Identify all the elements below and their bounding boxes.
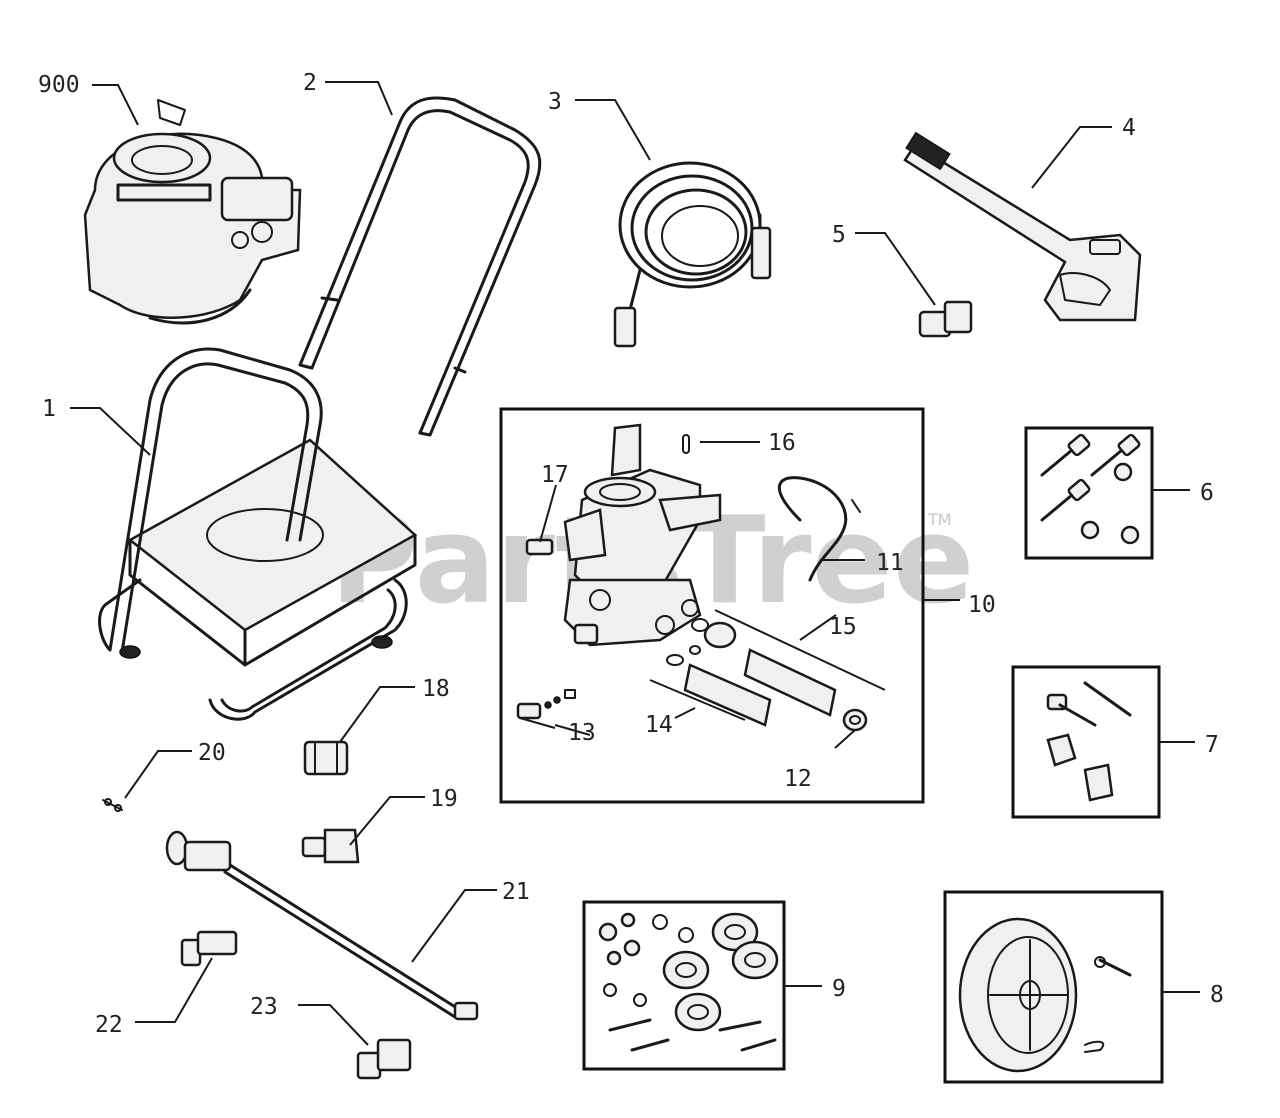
part-17-plug[interactable] bbox=[525, 538, 554, 556]
part-10-pump[interactable] bbox=[563, 423, 722, 647]
watermark-trademark: TM bbox=[927, 510, 952, 529]
part-3-hose[interactable] bbox=[613, 161, 772, 348]
callout-2: 2 bbox=[303, 70, 317, 96]
callout-1: 1 bbox=[42, 396, 56, 422]
part-21-wand[interactable] bbox=[165, 830, 479, 1021]
part-13-valve-kit[interactable] bbox=[516, 689, 591, 736]
bolts-box-6 bbox=[1024, 426, 1154, 560]
part-22-barb[interactable] bbox=[180, 930, 238, 967]
part-20-ring[interactable] bbox=[102, 798, 123, 812]
callout-11: 11 bbox=[876, 550, 904, 576]
callout-18: 18 bbox=[422, 676, 450, 702]
part-15-filter[interactable] bbox=[691, 609, 886, 717]
part-9-mount-kit[interactable] bbox=[598, 912, 779, 1052]
part-23-barb[interactable] bbox=[356, 1038, 412, 1080]
callout-5: 5 bbox=[832, 222, 846, 248]
callout-10: 10 bbox=[968, 592, 996, 618]
callout-13: 13 bbox=[568, 720, 596, 746]
callout-14: 14 bbox=[645, 712, 673, 738]
callout-16: 16 bbox=[768, 430, 796, 456]
part-4-spray-gun[interactable] bbox=[903, 131, 1142, 322]
part-7-hardware[interactable] bbox=[1046, 681, 1132, 802]
callout-7: 7 bbox=[1205, 732, 1219, 758]
part-14-unloader[interactable] bbox=[649, 645, 772, 727]
callout-3: 3 bbox=[548, 89, 562, 115]
callout-900: 900 bbox=[38, 72, 80, 98]
part-12-washer[interactable] bbox=[842, 708, 868, 732]
part-900-engine[interactable] bbox=[83, 99, 302, 325]
callout-15: 15 bbox=[829, 614, 857, 640]
part-1-frame[interactable] bbox=[98, 347, 418, 721]
callout-19: 19 bbox=[430, 786, 458, 812]
callout-9: 9 bbox=[832, 976, 846, 1002]
leader-lines bbox=[70, 81, 1200, 1046]
callout-labels: 900 2 3 4 5 1 16 17 11 10 15 13 14 12 6 … bbox=[38, 70, 1224, 1038]
callout-17: 17 bbox=[541, 462, 569, 488]
callout-6: 6 bbox=[1200, 480, 1214, 506]
hardware-box-7 bbox=[1011, 665, 1161, 819]
part-6-bolts-nuts[interactable] bbox=[1040, 433, 1141, 545]
callout-22: 22 bbox=[95, 1012, 123, 1038]
part-2-handle[interactable] bbox=[298, 96, 542, 437]
callout-12: 12 bbox=[784, 766, 812, 792]
wheel-box-8 bbox=[943, 890, 1164, 1084]
part-8-wheel[interactable] bbox=[958, 917, 1132, 1073]
part-18-coupler[interactable] bbox=[303, 740, 349, 776]
part-16-pin[interactable] bbox=[682, 434, 690, 454]
callout-4: 4 bbox=[1122, 115, 1136, 141]
part-5-fitting[interactable] bbox=[918, 300, 973, 338]
callout-23: 23 bbox=[250, 994, 278, 1020]
callout-8: 8 bbox=[1210, 982, 1224, 1008]
part-19-adapter[interactable] bbox=[301, 828, 360, 864]
callout-20: 20 bbox=[198, 740, 226, 766]
part-11-tube[interactable] bbox=[777, 476, 861, 582]
pump-assembly-frame bbox=[499, 407, 925, 804]
callout-21: 21 bbox=[502, 879, 530, 905]
